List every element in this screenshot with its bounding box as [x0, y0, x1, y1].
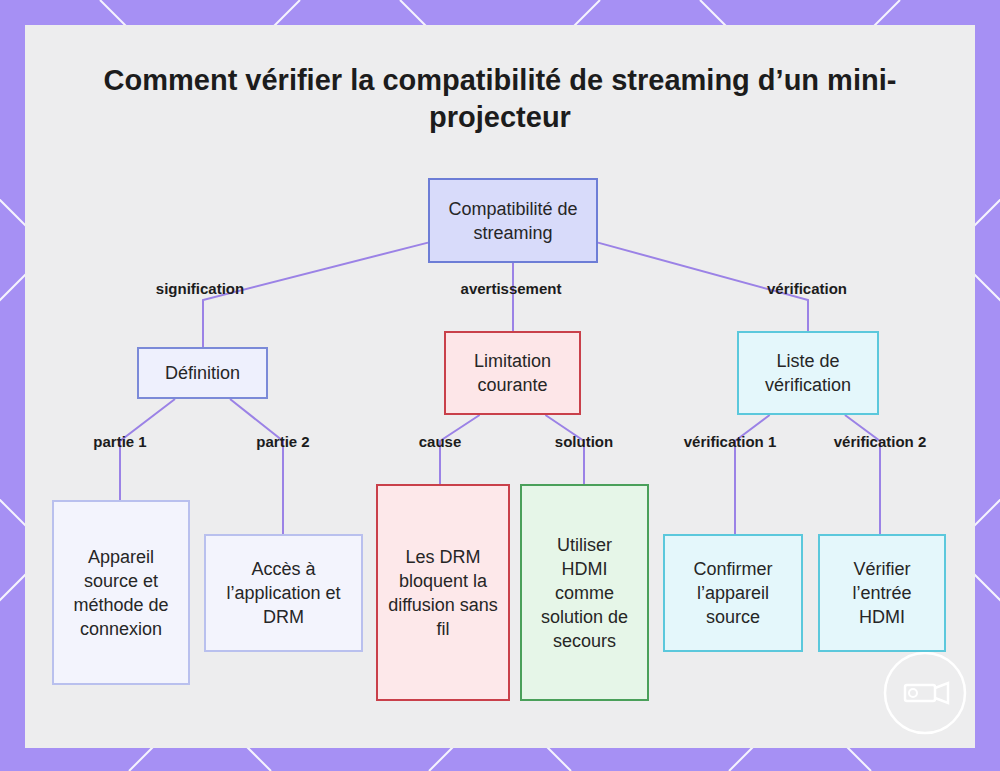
connector-line: [512, 263, 514, 331]
connector-line: [440, 415, 480, 484]
node-text: Accès à l’application et DRM: [216, 557, 351, 629]
solution-box: Utiliser HDMI comme solution de secours: [520, 484, 649, 701]
node-text: Utiliser HDMI comme solution de secours: [532, 533, 637, 653]
cause-box: Les DRM bloquent la diffusion sans fil: [376, 484, 510, 701]
check-box: Confirmer l’appareil source: [663, 534, 803, 652]
edge-label: partie 1: [93, 433, 146, 450]
node-text: Vérifier l’entrée HDMI: [830, 557, 934, 629]
connector-line: [120, 399, 175, 500]
checklist-box: Liste de vérification: [737, 331, 879, 415]
edge-label: solution: [555, 433, 613, 450]
root-box: Compatibilité de streaming: [428, 178, 598, 263]
warning-box: Limitation courante: [444, 331, 581, 415]
node-text: Définition: [165, 361, 240, 385]
connector-line: [545, 415, 584, 484]
node-text: Les DRM bloquent la diffusion sans fil: [388, 545, 498, 641]
node-text: Appareil source et méthode de connexion: [64, 545, 178, 641]
node-text: Liste de vérification: [749, 349, 867, 397]
connector-line: [230, 399, 283, 534]
projector-icon: [880, 650, 970, 740]
detail-box: Appareil source et méthode de connexion: [52, 500, 190, 685]
category-box: Définition: [137, 347, 268, 399]
edge-label: vérification: [767, 280, 847, 297]
edge-label: signification: [156, 280, 244, 297]
edge-label: cause: [419, 433, 462, 450]
node-text: Limitation courante: [456, 349, 569, 397]
edge-label: vérification 1: [684, 433, 777, 450]
node-text: Confirmer l’appareil source: [675, 557, 791, 629]
diagram-title: Comment vérifier la compatibilité de str…: [100, 62, 900, 136]
edge-label: avertissement: [461, 280, 562, 297]
edge-label: partie 2: [256, 433, 309, 450]
check-box: Vérifier l’entrée HDMI: [818, 534, 946, 652]
edge-label: vérification 2: [834, 433, 927, 450]
node-text: Compatibilité de streaming: [440, 197, 586, 245]
detail-box: Accès à l’application et DRM: [204, 534, 363, 652]
